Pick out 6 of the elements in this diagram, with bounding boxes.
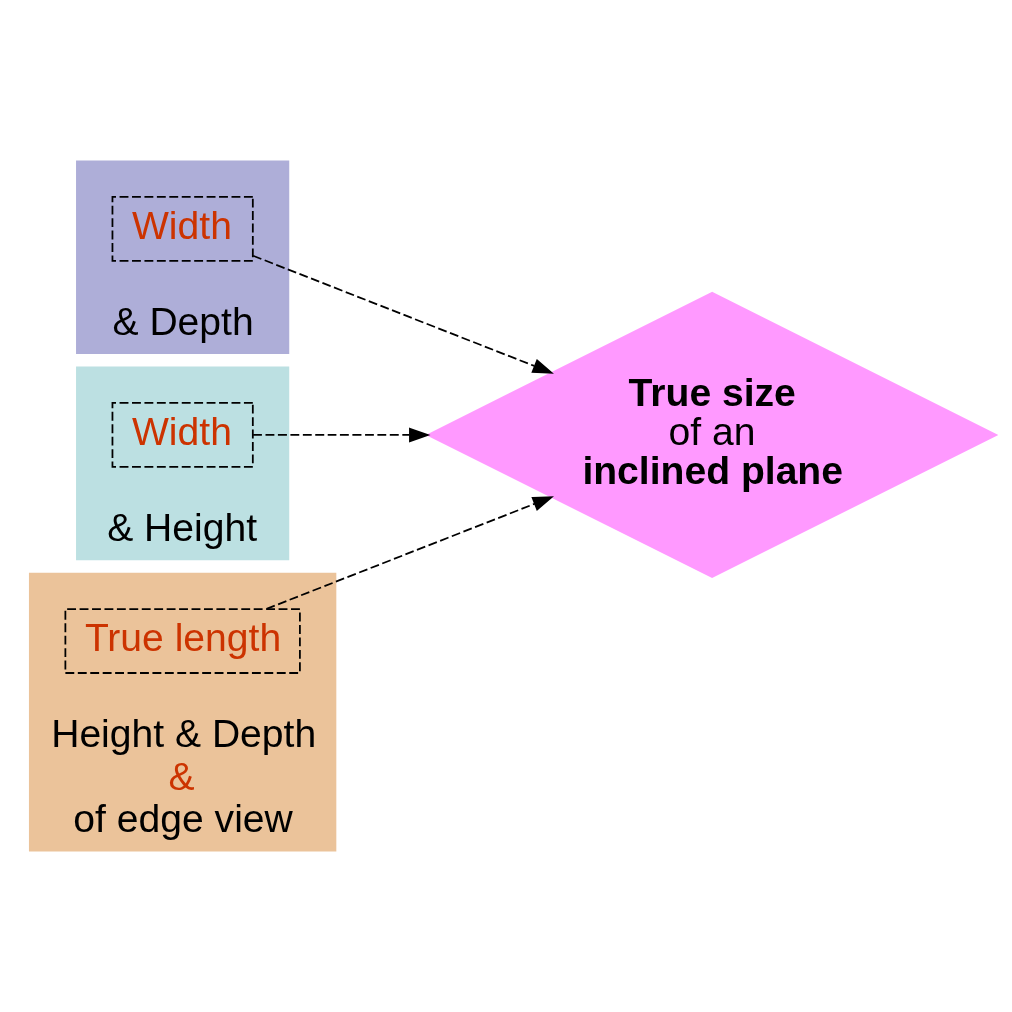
node-box: Width <box>111 402 254 468</box>
arrow <box>252 427 431 443</box>
arrow <box>265 496 554 610</box>
arrow <box>252 254 554 374</box>
node-box: True length <box>64 608 301 674</box>
node-box: Width <box>111 195 254 262</box>
